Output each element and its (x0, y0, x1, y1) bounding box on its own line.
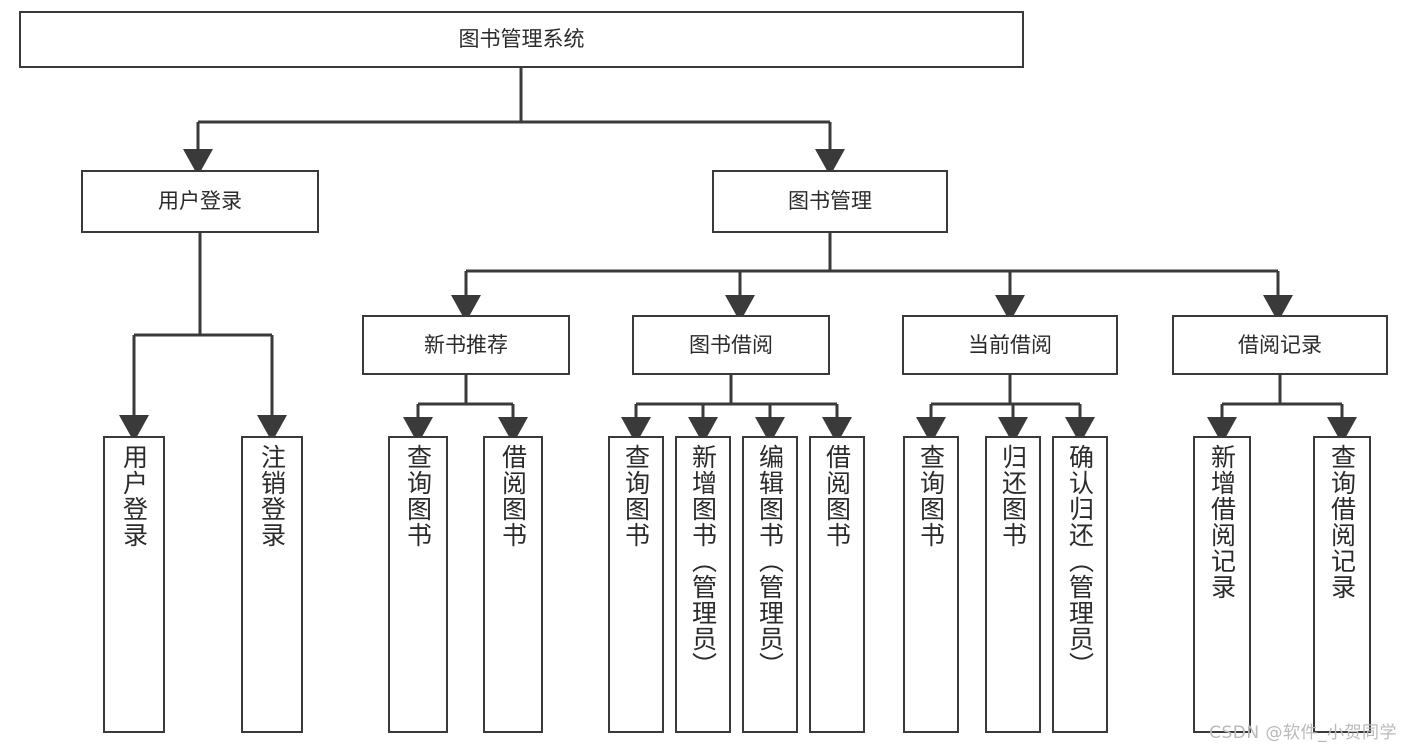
node-root-label: 图书管理系统 (458, 27, 585, 52)
node-leaf-query-book-rec-label: 查询图书 (403, 444, 433, 548)
node-new-book-recommend[interactable]: 新书推荐 (362, 315, 570, 375)
node-leaf-add-book-label: 新增图书（管理员） (688, 444, 718, 678)
node-leaf-return-book[interactable]: 归还图书 (985, 436, 1041, 733)
node-user-login-label: 用户登录 (158, 189, 242, 214)
node-borrow-record[interactable]: 借阅记录 (1172, 315, 1388, 375)
node-book-borrow-label: 图书借阅 (689, 332, 773, 357)
node-root[interactable]: 图书管理系统 (19, 11, 1024, 68)
node-current-borrow-label: 当前借阅 (968, 332, 1052, 357)
node-leaf-add-book[interactable]: 新增图书（管理员） (675, 436, 731, 733)
node-leaf-edit-book-label: 编辑图书（管理员） (755, 444, 785, 678)
node-leaf-add-record[interactable]: 新增借阅记录 (1193, 436, 1251, 733)
node-leaf-query-book-rec[interactable]: 查询图书 (388, 436, 448, 733)
node-leaf-query-book-bor-label: 查询图书 (621, 444, 651, 548)
csdn-watermark: CSDN @软件_小贺同学 (1209, 723, 1397, 743)
node-leaf-query-record[interactable]: 查询借阅记录 (1313, 436, 1371, 733)
node-leaf-query-book-cur-label: 查询图书 (916, 444, 946, 548)
node-leaf-return-book-label: 归还图书 (998, 444, 1028, 548)
node-user-login[interactable]: 用户登录 (81, 170, 319, 233)
node-leaf-query-record-label: 查询借阅记录 (1327, 444, 1357, 600)
node-leaf-logout[interactable]: 注销登录 (241, 436, 303, 733)
node-leaf-borrow-book-rec[interactable]: 借阅图书 (483, 436, 543, 733)
node-borrow-record-label: 借阅记录 (1238, 332, 1322, 357)
node-leaf-confirm-return[interactable]: 确认归还（管理员） (1052, 436, 1108, 733)
node-current-borrow[interactable]: 当前借阅 (902, 315, 1118, 375)
node-leaf-edit-book[interactable]: 编辑图书（管理员） (742, 436, 798, 733)
node-leaf-logout-label: 注销登录 (257, 444, 287, 548)
node-leaf-confirm-return-label: 确认归还（管理员） (1065, 444, 1095, 678)
node-leaf-borrow-book-bor[interactable]: 借阅图书 (809, 436, 865, 733)
node-book-manage-label: 图书管理 (788, 189, 872, 214)
node-book-borrow[interactable]: 图书借阅 (632, 315, 830, 375)
node-leaf-user-login-label: 用户登录 (119, 444, 149, 548)
node-leaf-borrow-book-rec-label: 借阅图书 (498, 444, 528, 548)
node-leaf-query-book-cur[interactable]: 查询图书 (903, 436, 959, 733)
node-leaf-user-login[interactable]: 用户登录 (103, 436, 165, 733)
node-leaf-borrow-book-bor-label: 借阅图书 (822, 444, 852, 548)
node-book-manage[interactable]: 图书管理 (712, 170, 948, 233)
node-leaf-query-book-bor[interactable]: 查询图书 (608, 436, 664, 733)
node-leaf-add-record-label: 新增借阅记录 (1207, 444, 1237, 600)
node-new-book-recommend-label: 新书推荐 (424, 332, 508, 357)
